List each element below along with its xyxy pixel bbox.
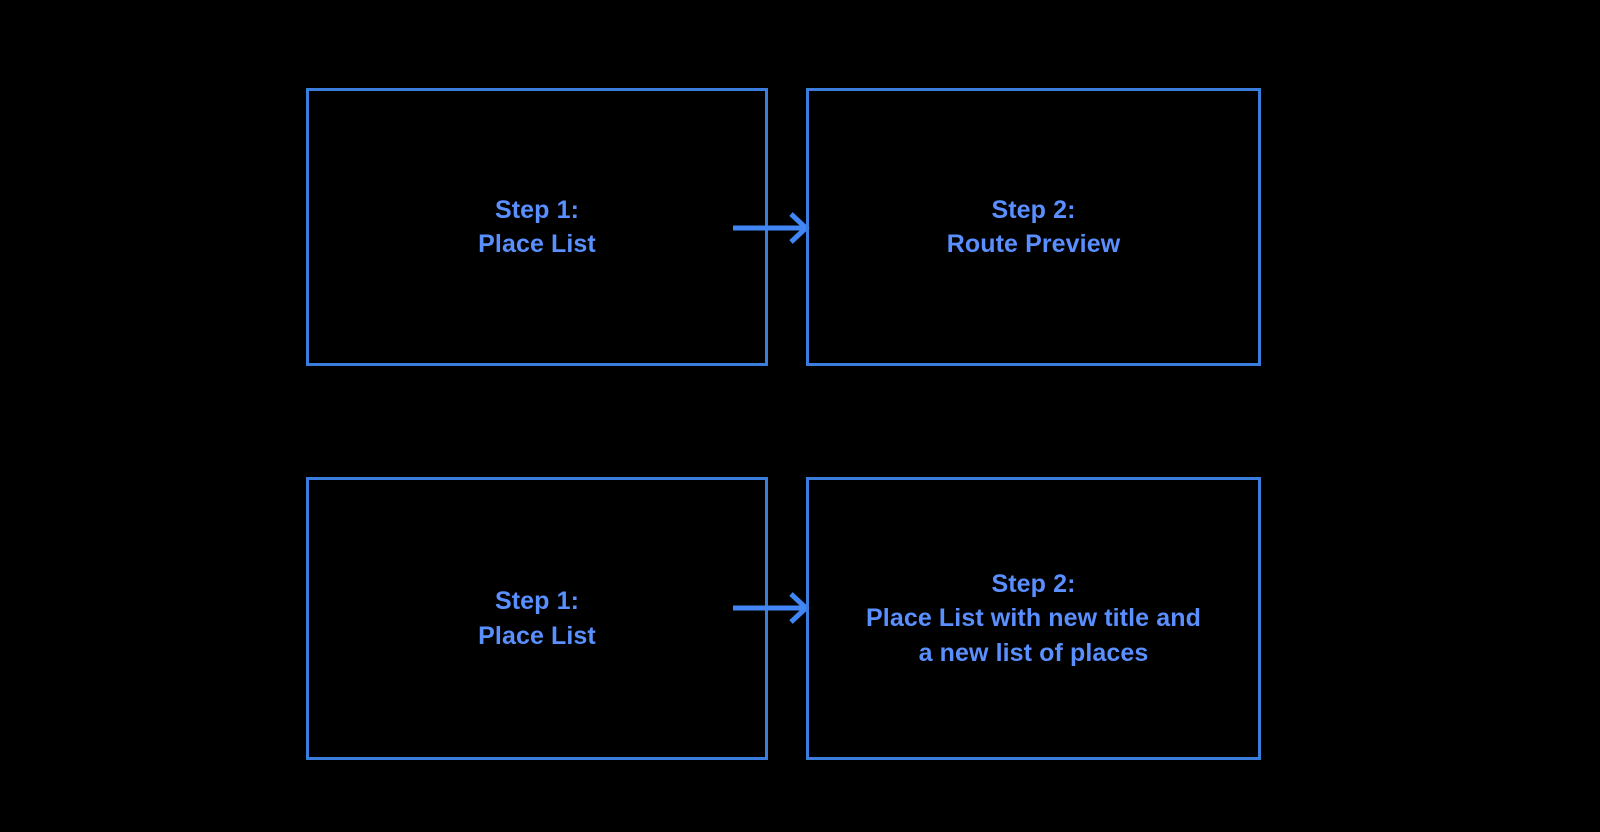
node-label-step2-place-list-new: Step 2: Place List with new title and a … xyxy=(866,569,1201,667)
arrow-right-icon xyxy=(733,212,810,244)
connector-arrow-row1 xyxy=(733,208,810,248)
connector-arrow-row2 xyxy=(733,588,810,628)
node-box-step1-place-list[interactable]: Step 1: Place List xyxy=(306,88,768,366)
node-label-step1-place-list: Step 1: Place List xyxy=(478,195,596,259)
node-box-step2-route-preview[interactable]: Step 2: Route Preview xyxy=(806,88,1261,366)
node-label-step1-place-list-2: Step 1: Place List xyxy=(478,587,596,650)
arrow-right-icon xyxy=(733,592,810,624)
node-box-step2-place-list-new[interactable]: Step 2: Place List with new title and a … xyxy=(806,477,1261,760)
node-label-step2-route-preview: Step 2: Route Preview xyxy=(946,195,1121,259)
node-box-step1-place-list-2[interactable]: Step 1: Place List xyxy=(306,477,768,760)
